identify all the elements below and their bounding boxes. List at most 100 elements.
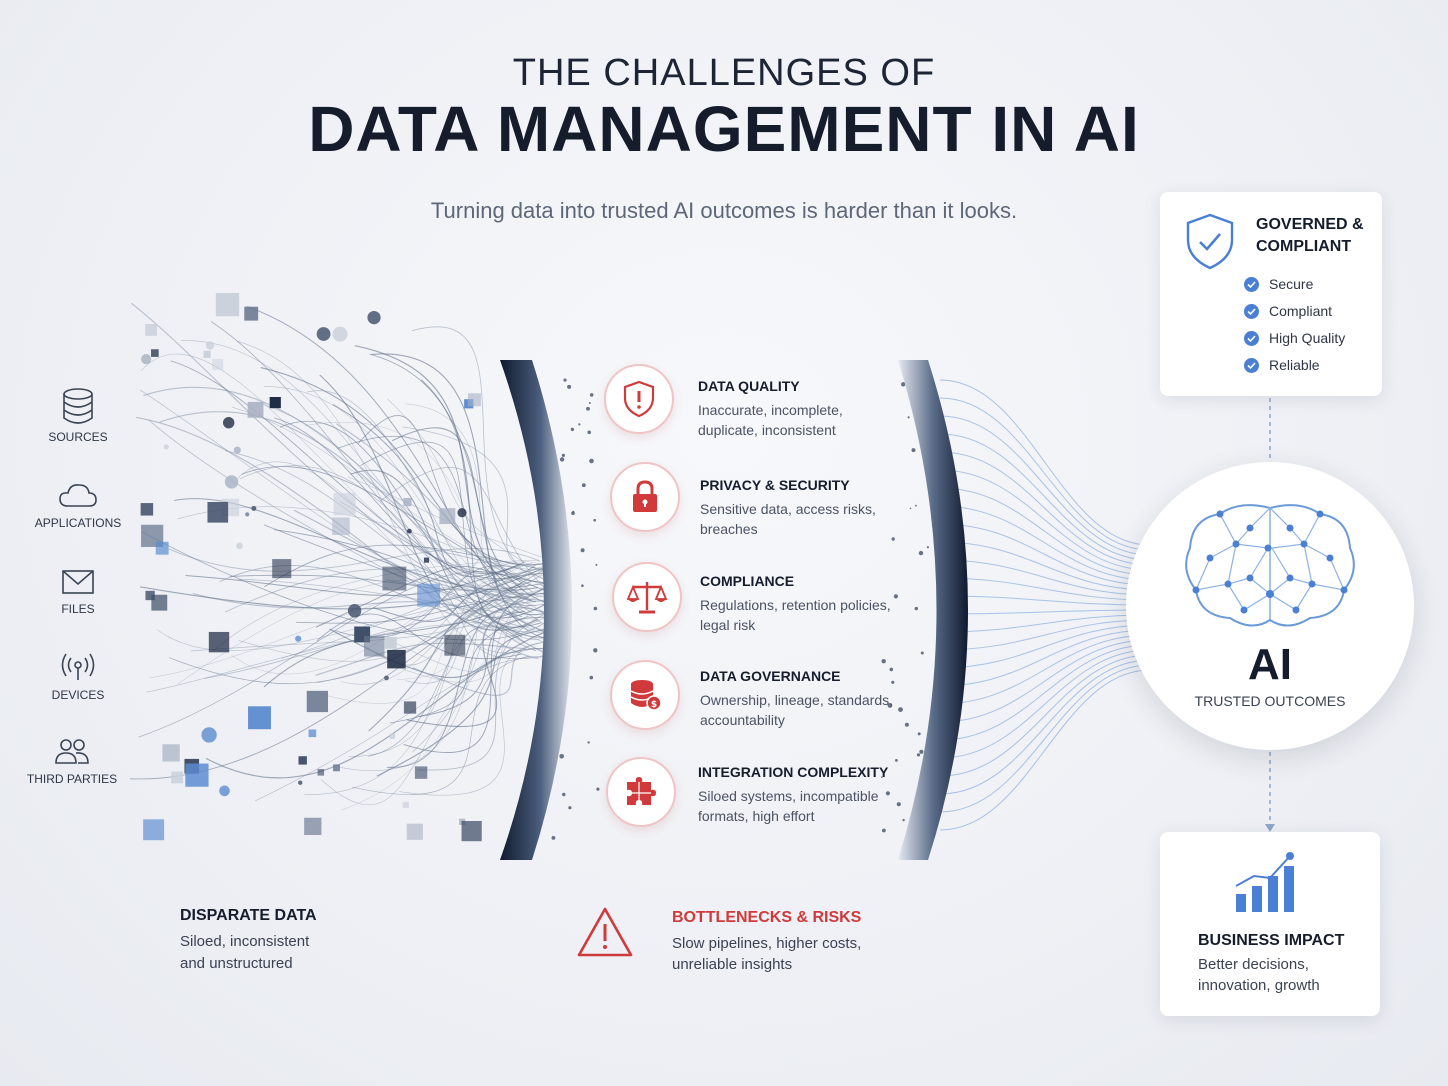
data-stream bbox=[939, 451, 1151, 566]
disparate-data-title: DISPARATE DATA bbox=[180, 907, 317, 924]
source-item-third-parties: THIRD PARTIES bbox=[12, 736, 132, 786]
check-circle-icon bbox=[1244, 330, 1259, 346]
particle-dot bbox=[581, 483, 586, 488]
challenge-desc: Ownership, lineage, standards, accountab… bbox=[700, 692, 893, 728]
particle-dot bbox=[891, 680, 895, 684]
data-block bbox=[247, 401, 264, 418]
governed-item: Secure bbox=[1244, 276, 1313, 292]
data-thread bbox=[219, 565, 529, 633]
challenge-icon-data-governance: $ bbox=[610, 660, 680, 730]
ai-subtitle: TRUSTED OUTCOMES bbox=[1194, 693, 1346, 709]
data-thread bbox=[306, 390, 556, 640]
data-thread bbox=[138, 571, 525, 738]
ai-label: AI bbox=[1248, 640, 1292, 689]
particle-dot bbox=[914, 606, 918, 611]
data-block bbox=[155, 541, 169, 555]
lock-icon bbox=[633, 480, 657, 512]
title-line-1: THE CHALLENGES OF bbox=[512, 52, 936, 94]
data-thread bbox=[212, 559, 539, 652]
data-thread bbox=[340, 569, 544, 685]
business-impact-card: BUSINESS IMPACT Better decisions, innova… bbox=[1160, 832, 1380, 1016]
data-block bbox=[389, 733, 395, 739]
governed-item-label: High Quality bbox=[1269, 330, 1346, 346]
particle-dot bbox=[919, 749, 924, 754]
particle-dot bbox=[917, 732, 921, 736]
check-circle-icon bbox=[1244, 357, 1259, 373]
scales-icon bbox=[627, 582, 667, 614]
data-thread bbox=[136, 416, 539, 660]
particle-dot bbox=[578, 423, 581, 426]
particle-dot bbox=[570, 427, 575, 432]
chaotic-data-threads bbox=[130, 302, 560, 811]
right-lens bbox=[898, 360, 968, 860]
data-stream bbox=[939, 644, 1151, 741]
data-thread bbox=[261, 403, 545, 628]
data-thread bbox=[141, 531, 548, 641]
data-block bbox=[385, 637, 397, 649]
data-block bbox=[185, 763, 209, 787]
data-block bbox=[143, 819, 165, 841]
data-block bbox=[141, 524, 164, 547]
database-coin-icon: $ bbox=[630, 680, 662, 711]
particle-dot bbox=[909, 507, 912, 510]
particle-dot bbox=[896, 802, 901, 807]
data-thread bbox=[341, 627, 554, 811]
particle-dot bbox=[589, 458, 594, 464]
data-thread bbox=[389, 615, 529, 724]
data-block bbox=[317, 769, 325, 776]
data-dot bbox=[201, 727, 217, 743]
particle-dot bbox=[561, 453, 566, 457]
challenge-desc: Siloed systems, incompatible formats, hi… bbox=[698, 788, 879, 824]
particle-dot bbox=[926, 546, 930, 549]
data-dot bbox=[347, 604, 362, 618]
data-thread bbox=[411, 326, 531, 577]
data-thread bbox=[388, 590, 560, 672]
data-block bbox=[364, 635, 385, 657]
particle-dot bbox=[587, 741, 590, 744]
puzzle-icon bbox=[627, 777, 656, 805]
data-thread bbox=[140, 560, 558, 610]
data-stream bbox=[939, 505, 1151, 581]
data-stream bbox=[939, 659, 1151, 795]
particle-dot bbox=[898, 707, 903, 712]
data-thread bbox=[293, 509, 544, 602]
data-block bbox=[151, 349, 159, 357]
data-thread bbox=[420, 379, 541, 628]
data-thread bbox=[315, 642, 527, 676]
particle-dot bbox=[589, 675, 594, 680]
particle-dot bbox=[589, 393, 594, 397]
governed-item-label: Reliable bbox=[1269, 357, 1320, 373]
challenge-title: DATA GOVERNANCE bbox=[700, 668, 841, 684]
data-dot bbox=[222, 417, 235, 429]
page-title: DATA MANAGEMENT IN AI bbox=[308, 93, 1140, 165]
data-dot bbox=[163, 444, 169, 450]
disparate-data-desc-line-1: Siloed, inconsistent bbox=[180, 933, 310, 950]
source-item-devices: DEVICES bbox=[18, 652, 138, 702]
data-dot bbox=[236, 542, 243, 550]
data-stream bbox=[939, 577, 1151, 601]
data-thread bbox=[347, 476, 555, 562]
data-thread bbox=[246, 305, 536, 603]
shield-check-icon bbox=[1186, 213, 1234, 270]
data-dot bbox=[245, 512, 250, 517]
particle-dot bbox=[580, 548, 585, 553]
particle-dot bbox=[901, 382, 906, 387]
data-block bbox=[333, 493, 356, 516]
subtitle: Turning data into trusted AI outcomes is… bbox=[430, 198, 1018, 223]
data-stream bbox=[939, 669, 1151, 831]
data-block bbox=[140, 503, 154, 516]
data-thread bbox=[412, 641, 550, 696]
data-block bbox=[406, 823, 423, 840]
data-thread bbox=[418, 616, 547, 717]
data-block bbox=[306, 690, 329, 713]
particle-dot bbox=[920, 651, 924, 655]
source-item-sources: SOURCES bbox=[18, 388, 138, 444]
particle-dot bbox=[551, 836, 556, 840]
data-stream bbox=[939, 595, 1151, 606]
data-block bbox=[461, 820, 482, 842]
data-stream bbox=[939, 649, 1151, 759]
data-block bbox=[171, 771, 183, 784]
data-thread bbox=[296, 595, 523, 624]
data-dot bbox=[316, 327, 331, 341]
particle-dot bbox=[891, 537, 895, 541]
